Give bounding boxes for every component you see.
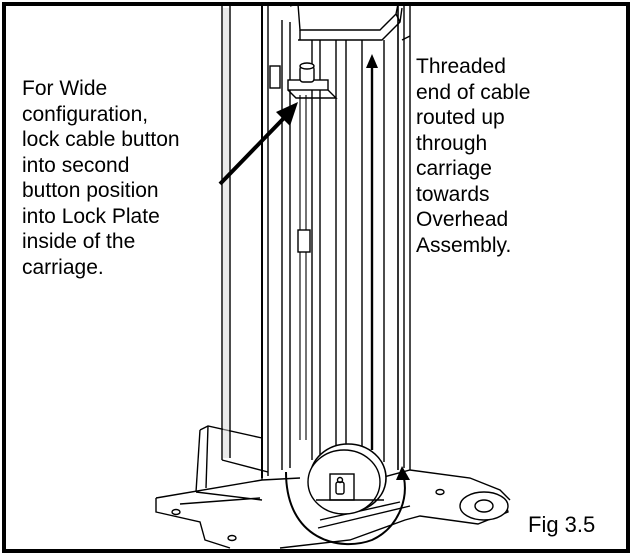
routing-curve-arrow [285,466,410,546]
figure-label: Fig 3.5 [528,512,596,537]
callout-wide-configuration: For Wide configuration, lock cable butto… [22,77,180,279]
cable-up-arrow [366,54,378,450]
leader-arrow-left [218,102,298,186]
column-assembly [155,3,511,549]
callout-threaded-cable-end: Threaded end of cable routed up through … [416,55,531,257]
column-shading [223,8,229,458]
